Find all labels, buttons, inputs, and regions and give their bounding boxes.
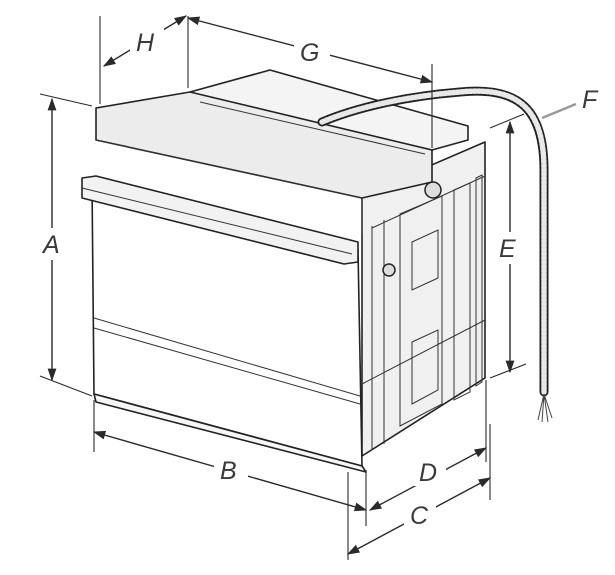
label-e: E xyxy=(499,235,516,263)
conduit-wires xyxy=(537,393,553,423)
dimension-a: A xyxy=(34,93,93,397)
dimension-b: B xyxy=(92,400,368,526)
side-knob xyxy=(382,263,396,277)
label-f: F xyxy=(582,86,599,114)
label-h: H xyxy=(136,29,155,57)
callout-f: F xyxy=(541,86,599,120)
dimension-h: H xyxy=(99,15,188,104)
oven-drawer-line xyxy=(93,317,361,397)
label-b: B xyxy=(220,457,237,485)
label-a: A xyxy=(41,231,60,259)
dimension-d: D xyxy=(368,380,488,511)
dimension-g: G xyxy=(186,16,434,148)
dimension-e: E xyxy=(489,113,527,379)
oven-door-handle xyxy=(81,175,359,265)
label-d: D xyxy=(419,459,437,487)
terminal-block xyxy=(424,181,442,199)
flexible-conduit xyxy=(317,86,553,423)
label-c: C xyxy=(410,502,429,530)
oven-illustration xyxy=(81,69,486,473)
oven-side-frame xyxy=(361,174,486,450)
label-g: G xyxy=(300,39,319,67)
